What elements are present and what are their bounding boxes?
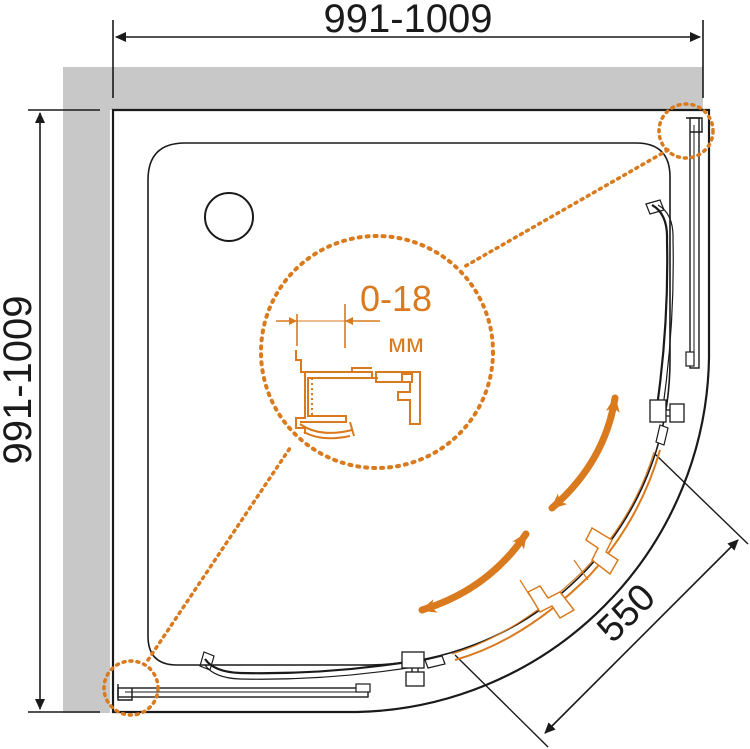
sliding-door-inner-orange (451, 449, 661, 661)
walls (63, 67, 703, 713)
panel-profile-shape (299, 371, 421, 440)
fixed-panel-right (685, 117, 703, 369)
sliding-door-upper (645, 199, 685, 446)
slide-arrow-lower (418, 530, 530, 614)
height-label: 991-1009 (0, 295, 40, 464)
handle-lower (401, 651, 425, 687)
gap-dimension (276, 304, 380, 348)
height-dimension: 991-1009 (0, 109, 100, 713)
gap-unit-label: мм (388, 328, 424, 358)
shower-tray (147, 142, 671, 666)
fixed-panel-bottom (117, 683, 371, 701)
corner-callout-bottom-left (102, 659, 160, 717)
wall-profile-shape (295, 350, 373, 434)
profile-detail: 0-18 мм (259, 234, 495, 470)
sliding-door-lower (199, 651, 446, 687)
wall-left (63, 67, 110, 713)
slide-arrow-upper (548, 394, 620, 512)
detail-callout-lines (146, 148, 670, 662)
wall-top (63, 67, 703, 110)
corner-callout-top-right (657, 102, 715, 160)
width-dimension: 991-1009 (112, 0, 704, 98)
detail-magnifier-circle (259, 234, 495, 470)
sliding-direction-arrows (418, 394, 620, 614)
handle-upper (649, 399, 685, 423)
gap-value-label: 0-18 (360, 278, 432, 319)
drain-icon (204, 192, 254, 242)
width-label: 991-1009 (323, 0, 492, 41)
